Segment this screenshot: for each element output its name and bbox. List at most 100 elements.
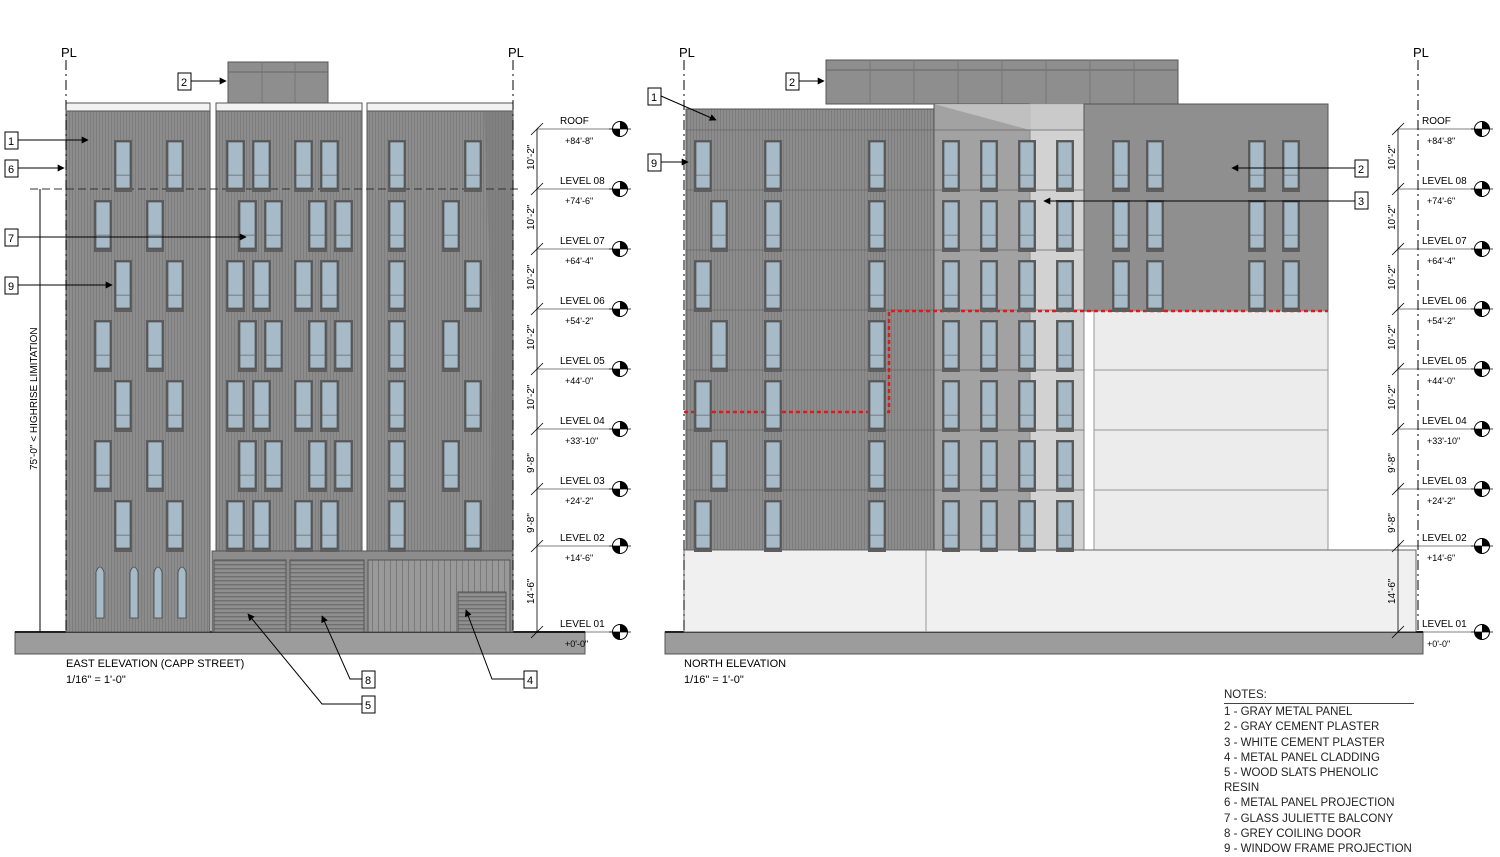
- east-elevation: [14, 61, 586, 655]
- window: [1056, 260, 1074, 312]
- level-name: LEVEL 08: [560, 176, 605, 187]
- window: [764, 200, 782, 252]
- window: [1248, 260, 1266, 312]
- level-name: LEVEL 07: [560, 236, 605, 247]
- level-name: LEVEL 03: [1422, 476, 1467, 487]
- window: [1112, 140, 1130, 192]
- level-elevation: +74'-6": [565, 196, 593, 206]
- callout-east-1: 1: [8, 136, 14, 148]
- window: [94, 440, 112, 492]
- level-marker: LEVEL 08 +74'-6": [530, 176, 631, 206]
- window: [238, 200, 257, 252]
- level-elevation: +44'-0": [1427, 376, 1455, 386]
- level-name: LEVEL 02: [1422, 533, 1467, 544]
- window: [942, 440, 960, 492]
- level-name: LEVEL 04: [1422, 416, 1467, 427]
- east-callouts: 2 1 6 7 9 8 5 4: [4, 72, 538, 714]
- notes-block: NOTES: 1 - GRAY METAL PANEL 2 - GRAY CEM…: [1224, 688, 1414, 857]
- window: [226, 500, 245, 552]
- level-marker: LEVEL 03+24'-2": [530, 476, 631, 506]
- window: [320, 260, 339, 312]
- floor-height-dim: 10'-2": [1387, 144, 1398, 170]
- level-marker: LEVEL 06+54'-2": [1391, 296, 1493, 326]
- level-marker: LEVEL 04+33'-10": [530, 416, 631, 446]
- floor-height-dim: 10'-2": [1387, 384, 1398, 410]
- north-level-markers: ROOF+84'-8"LEVEL 08+74'-6"LEVEL 07+64'-4…: [1387, 116, 1493, 649]
- north-podium: [683, 549, 1417, 633]
- level-elevation: +84'-8": [565, 136, 593, 146]
- window: [980, 260, 998, 312]
- window: [464, 380, 482, 432]
- level-name: LEVEL 05: [1422, 356, 1467, 367]
- level-elevation: +84'-8": [1427, 136, 1455, 146]
- highrise-limit-line: [684, 309, 1328, 414]
- window: [710, 440, 728, 492]
- pl-mark-1: PL: [61, 45, 77, 60]
- window: [308, 440, 327, 492]
- callout-north-9: 9: [651, 158, 657, 170]
- floor-height-dim: 9'-8": [1387, 453, 1398, 473]
- window: [1248, 140, 1266, 192]
- window: [868, 380, 886, 432]
- window: [388, 380, 406, 432]
- window: [942, 500, 960, 552]
- level-name: ROOF: [560, 116, 589, 127]
- window: [1112, 260, 1130, 312]
- floor-height-dim: 9'-8": [1387, 513, 1398, 533]
- floor-height-dim: 10'-2": [1387, 204, 1398, 230]
- level-elevation: +0'-0": [565, 639, 588, 649]
- note-item: 5 - WOOD SLATS PHENOLIC RESIN: [1224, 767, 1379, 795]
- level-marker: LEVEL 01 +0'-0": [530, 619, 631, 649]
- level-name: LEVEL 01: [1422, 619, 1467, 630]
- note-item: 2 - GRAY CEMENT PLASTER: [1224, 721, 1380, 734]
- north-windows: [694, 140, 1300, 552]
- window: [694, 380, 712, 432]
- window: [294, 380, 313, 432]
- window: [308, 200, 327, 252]
- pl-mark-2: PL: [508, 45, 524, 60]
- window: [388, 440, 406, 492]
- window: [388, 320, 406, 372]
- arched-window: [129, 566, 139, 619]
- window: [1112, 200, 1130, 252]
- floor-height-dim: 10'-2": [526, 384, 537, 410]
- window: [166, 140, 184, 192]
- window: [942, 200, 960, 252]
- level-name: LEVEL 02: [560, 533, 605, 544]
- note-item: 8 - GREY COILING DOOR: [1224, 827, 1362, 840]
- window: [464, 260, 482, 312]
- window: [238, 440, 257, 492]
- level-name: LEVEL 06: [1422, 296, 1467, 307]
- pl-mark-4: PL: [1413, 45, 1429, 60]
- arched-window: [153, 566, 163, 619]
- window: [388, 260, 406, 312]
- note-item: 1 - GRAY METAL PANEL: [1224, 706, 1353, 719]
- window: [320, 380, 339, 432]
- floor-height-dim: 10'-2": [526, 264, 537, 290]
- level-marker: LEVEL 02+14'-6": [530, 533, 631, 563]
- level-name: LEVEL 05: [560, 356, 605, 367]
- level-elevation: +44'-0": [565, 376, 593, 386]
- notes-heading: NOTES:: [1224, 688, 1414, 705]
- window: [388, 500, 406, 552]
- window: [264, 320, 283, 372]
- window: [764, 440, 782, 492]
- east-windows: [94, 140, 482, 619]
- level-marker: LEVEL 07+64'-4": [530, 236, 631, 266]
- level-name: ROOF: [1422, 116, 1451, 127]
- north-scale: 1/16" = 1'-0": [684, 674, 744, 686]
- callout-east-5: 5: [365, 700, 371, 712]
- window: [442, 320, 460, 372]
- window: [1056, 440, 1074, 492]
- window: [226, 140, 245, 192]
- highrise-limit-label: 75'-0" < HIGHRISE LIMITATION: [29, 327, 40, 470]
- level-marker: LEVEL 01+0'-0": [1391, 619, 1493, 649]
- window: [464, 140, 482, 192]
- window: [294, 500, 313, 552]
- callout-east-7: 7: [8, 233, 14, 245]
- level-elevation: +33'-10": [565, 436, 598, 446]
- property-line-markers: [65, 60, 1419, 632]
- level-name: LEVEL 01: [560, 619, 605, 630]
- window: [942, 260, 960, 312]
- east-penthouse: [227, 61, 329, 105]
